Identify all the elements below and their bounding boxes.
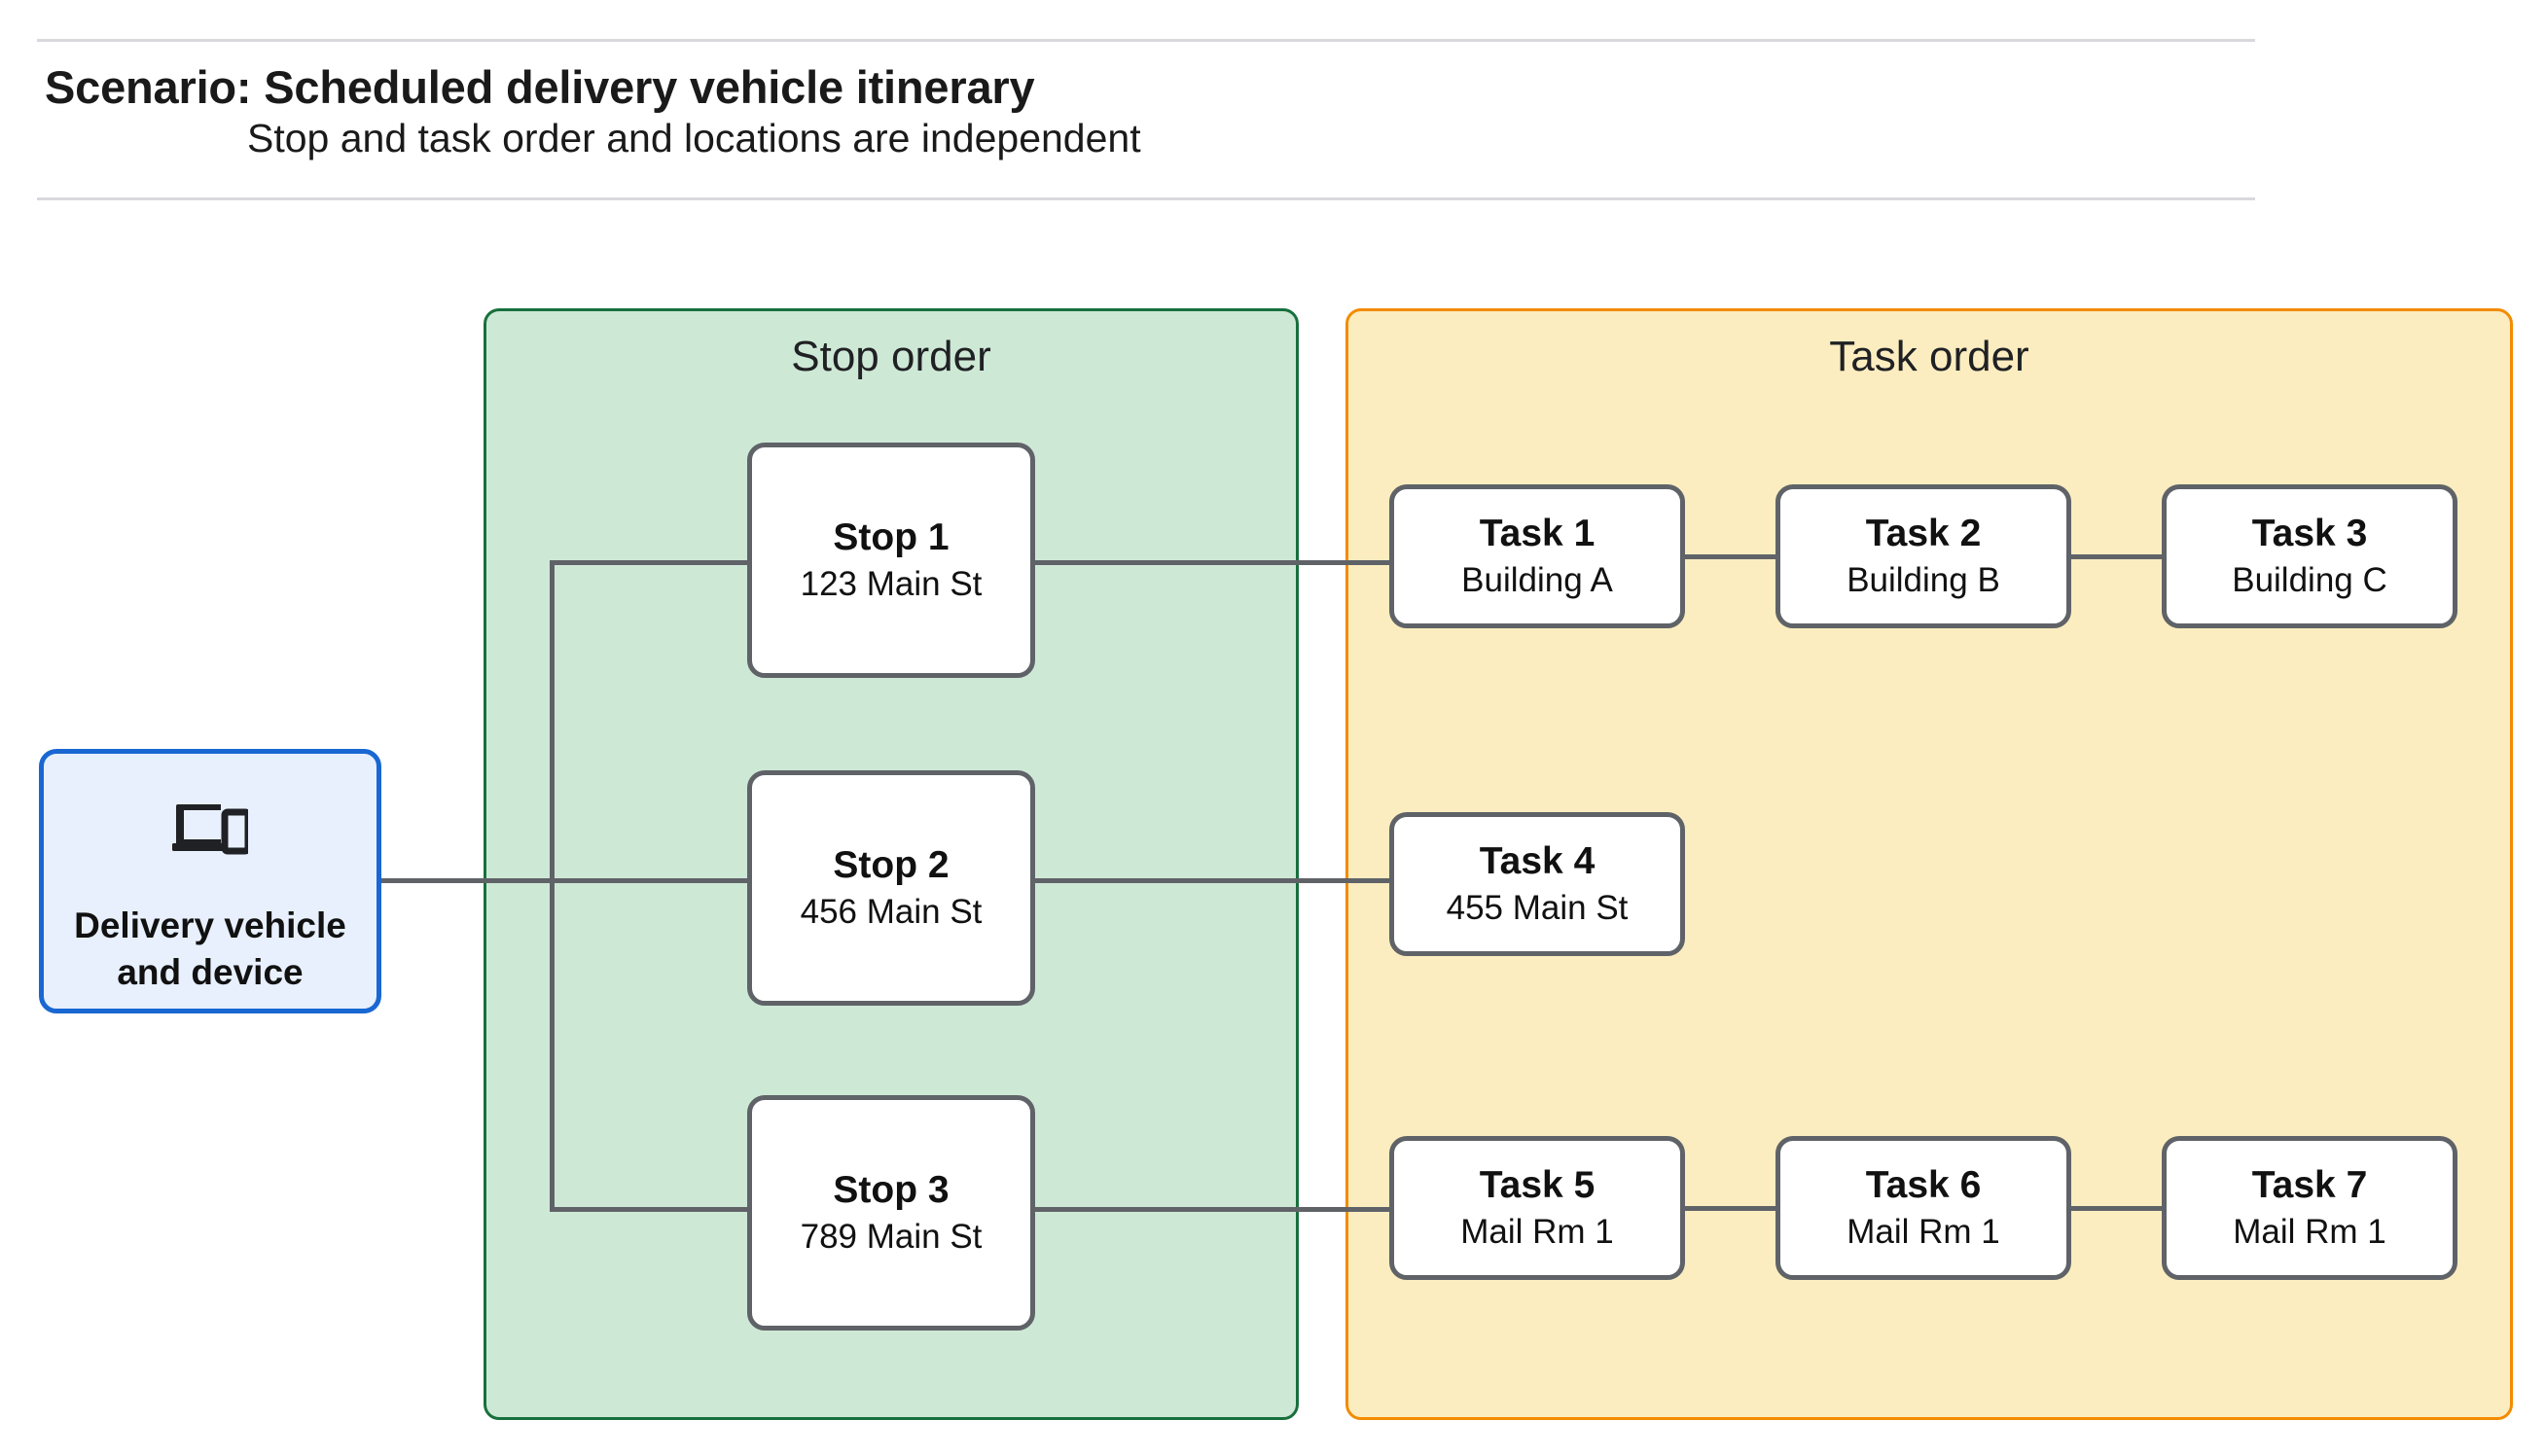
stop-node-2-location: 456 Main St	[800, 893, 983, 931]
connector-task-6-to-task-7	[2067, 1206, 2165, 1211]
connector-bus-to-stop-2	[550, 878, 752, 883]
stop-node-1-title: Stop 1	[833, 515, 950, 558]
stop-node-1-location: 123 Main St	[800, 565, 983, 603]
task-node-1-title: Task 1	[1479, 512, 1596, 554]
task-node-2-location: Building B	[1847, 561, 2000, 599]
delivery-vehicle-label: Delivery vehicle and device	[74, 906, 346, 993]
page-title: Scenario: Scheduled delivery vehicle iti…	[45, 61, 1035, 113]
devices-icon	[172, 800, 252, 864]
stop-node-3-location: 789 Main St	[800, 1218, 983, 1256]
task-node-1-location: Building A	[1461, 561, 1613, 599]
task-node-2[interactable]: Task 2 Building B	[1775, 484, 2071, 628]
connector-vehicle-trunk	[381, 878, 555, 883]
task-node-5[interactable]: Task 5 Mail Rm 1	[1389, 1136, 1685, 1280]
task-node-3-title: Task 3	[2251, 512, 2368, 554]
stop-node-3[interactable]: Stop 3 789 Main St	[747, 1095, 1035, 1331]
header-divider-top	[37, 39, 2255, 42]
task-node-4-title: Task 4	[1479, 839, 1596, 882]
connector-stop-3-to-task-5	[1031, 1207, 1393, 1212]
page-subtitle: Stop and task order and locations are in…	[247, 116, 1141, 160]
connector-vertical-bus	[550, 560, 555, 1212]
group-stop-order-title: Stop order	[791, 333, 991, 380]
connector-task-2-to-task-3	[2067, 554, 2165, 559]
task-node-5-location: Mail Rm 1	[1460, 1213, 1614, 1251]
task-node-4[interactable]: Task 4 455 Main St	[1389, 812, 1685, 956]
group-task-order-title: Task order	[1829, 333, 2029, 380]
stop-node-2-title: Stop 2	[833, 843, 950, 886]
task-node-1[interactable]: Task 1 Building A	[1389, 484, 1685, 628]
scenario-header: Scenario: Scheduled delivery vehicle iti…	[0, 0, 2546, 224]
task-node-3[interactable]: Task 3 Building C	[2162, 484, 2457, 628]
task-node-7-location: Mail Rm 1	[2233, 1213, 2386, 1251]
task-node-5-title: Task 5	[1479, 1163, 1596, 1206]
header-divider-bottom	[37, 197, 2255, 200]
connector-task-1-to-task-2	[1681, 554, 1778, 559]
connector-task-5-to-task-6	[1681, 1206, 1778, 1211]
task-node-3-location: Building C	[2232, 561, 2387, 599]
task-node-6-location: Mail Rm 1	[1847, 1213, 2000, 1251]
task-node-6-title: Task 6	[1865, 1163, 1982, 1206]
connector-stop-1-to-task-1	[1031, 560, 1393, 565]
connector-bus-to-stop-3	[550, 1207, 752, 1212]
task-node-6[interactable]: Task 6 Mail Rm 1	[1775, 1136, 2071, 1280]
connector-stop-2-to-task-4	[1031, 878, 1393, 883]
task-node-2-title: Task 2	[1865, 512, 1982, 554]
delivery-vehicle-node[interactable]: Delivery vehicle and device	[39, 749, 381, 1013]
task-node-7-title: Task 7	[2251, 1163, 2368, 1206]
stop-node-3-title: Stop 3	[833, 1168, 950, 1211]
task-node-7[interactable]: Task 7 Mail Rm 1	[2162, 1136, 2457, 1280]
task-node-4-location: 455 Main St	[1446, 889, 1629, 927]
stop-node-1[interactable]: Stop 1 123 Main St	[747, 443, 1035, 678]
connector-bus-to-stop-1	[550, 560, 752, 565]
stop-node-2[interactable]: Stop 2 456 Main St	[747, 770, 1035, 1006]
